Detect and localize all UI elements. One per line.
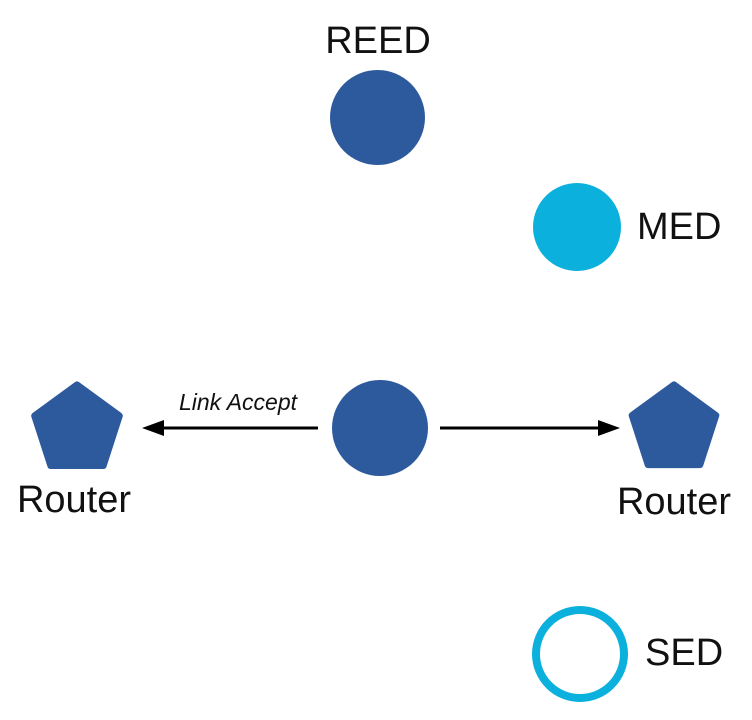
sed-label: SED xyxy=(645,632,724,674)
reed-label: REED xyxy=(325,20,431,62)
router-right-label: Router xyxy=(616,481,732,523)
sed-node xyxy=(532,606,628,702)
router-right-node xyxy=(628,381,720,469)
right-arrow xyxy=(440,420,620,436)
left-arrowhead-icon xyxy=(142,420,164,436)
med-label: MED xyxy=(637,206,722,248)
router-left-label: Router xyxy=(16,479,132,521)
med-node xyxy=(533,183,621,271)
right-arrowhead-icon xyxy=(598,420,620,436)
left-arrow xyxy=(142,420,318,436)
reed-node xyxy=(330,70,425,165)
center-node xyxy=(332,380,428,476)
link-accept-label: Link Accept xyxy=(178,389,298,415)
router-left-node xyxy=(31,381,123,469)
